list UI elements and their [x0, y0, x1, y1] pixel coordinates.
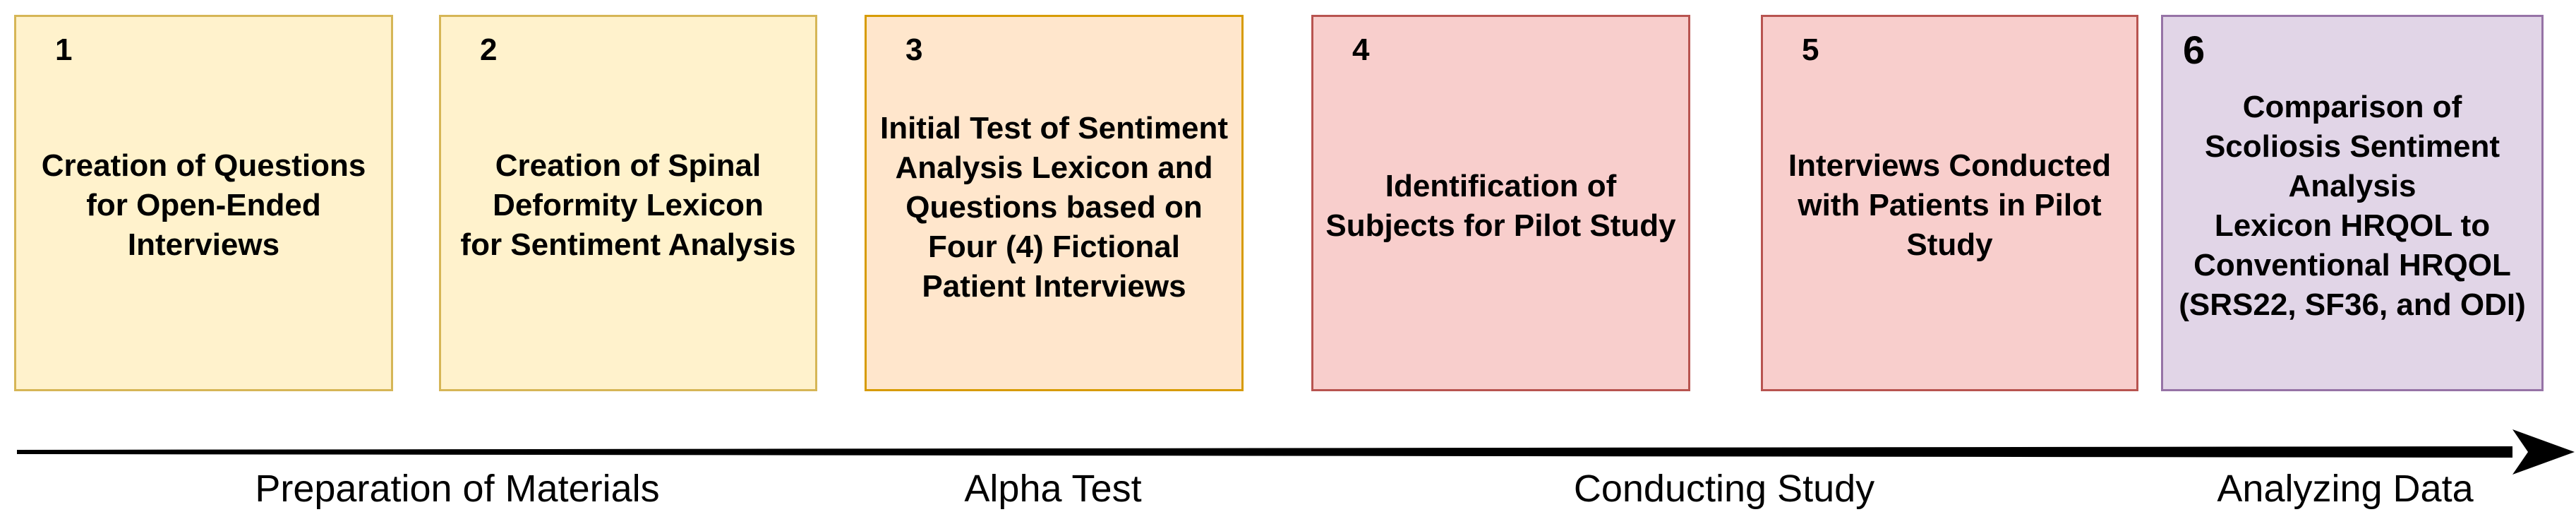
step-label: Creation of Spinal Deformity Lexicon for…	[460, 148, 796, 262]
step-label: Identification of Subjects for Pilot Stu…	[1325, 169, 1676, 243]
step-box-4: 4 Identification of Subjects for Pilot S…	[1311, 15, 1690, 391]
phase-label-analyzing-data: Analyzing Data	[2217, 468, 2474, 510]
timeline-arrow-shaft	[17, 446, 2512, 458]
step-label: Initial Test of Sentiment Analysis Lexic…	[879, 111, 1228, 304]
step-number: 1	[55, 32, 73, 67]
phase-label-alpha-test: Alpha Test	[964, 468, 1142, 510]
step-box-3: 3 Initial Test of Sentiment Analysis Lex…	[865, 15, 1244, 391]
step-box-2: 2 Creation of Spinal Deformity Lexicon f…	[439, 15, 817, 391]
step-number: 6	[2183, 28, 2205, 72]
step-label: Comparison of Scoliosis Sentiment Analys…	[2179, 90, 2526, 322]
phase-label-conducting-study: Conducting Study	[1573, 468, 1875, 510]
step-number: 4	[1352, 32, 1370, 67]
step-label: Creation of Questions for Open-Ended Int…	[41, 148, 366, 262]
step-number: 2	[480, 32, 498, 67]
step-box-1: 1 Creation of Questions for Open-Ended I…	[14, 15, 393, 391]
step-box-5: 5 Interviews Conducted with Patients in …	[1761, 15, 2138, 391]
step-number: 5	[1802, 32, 1819, 67]
timeline-arrow	[17, 429, 2575, 475]
step-box-6: 6 Comparison of Scoliosis Sentiment Anal…	[2161, 15, 2544, 391]
step-number: 3	[905, 32, 923, 67]
timeline-arrow-head	[2512, 429, 2575, 475]
step-label: Interviews Conducted with Patients in Pi…	[1788, 148, 2112, 262]
phase-label-preparation: Preparation of Materials	[255, 468, 660, 510]
